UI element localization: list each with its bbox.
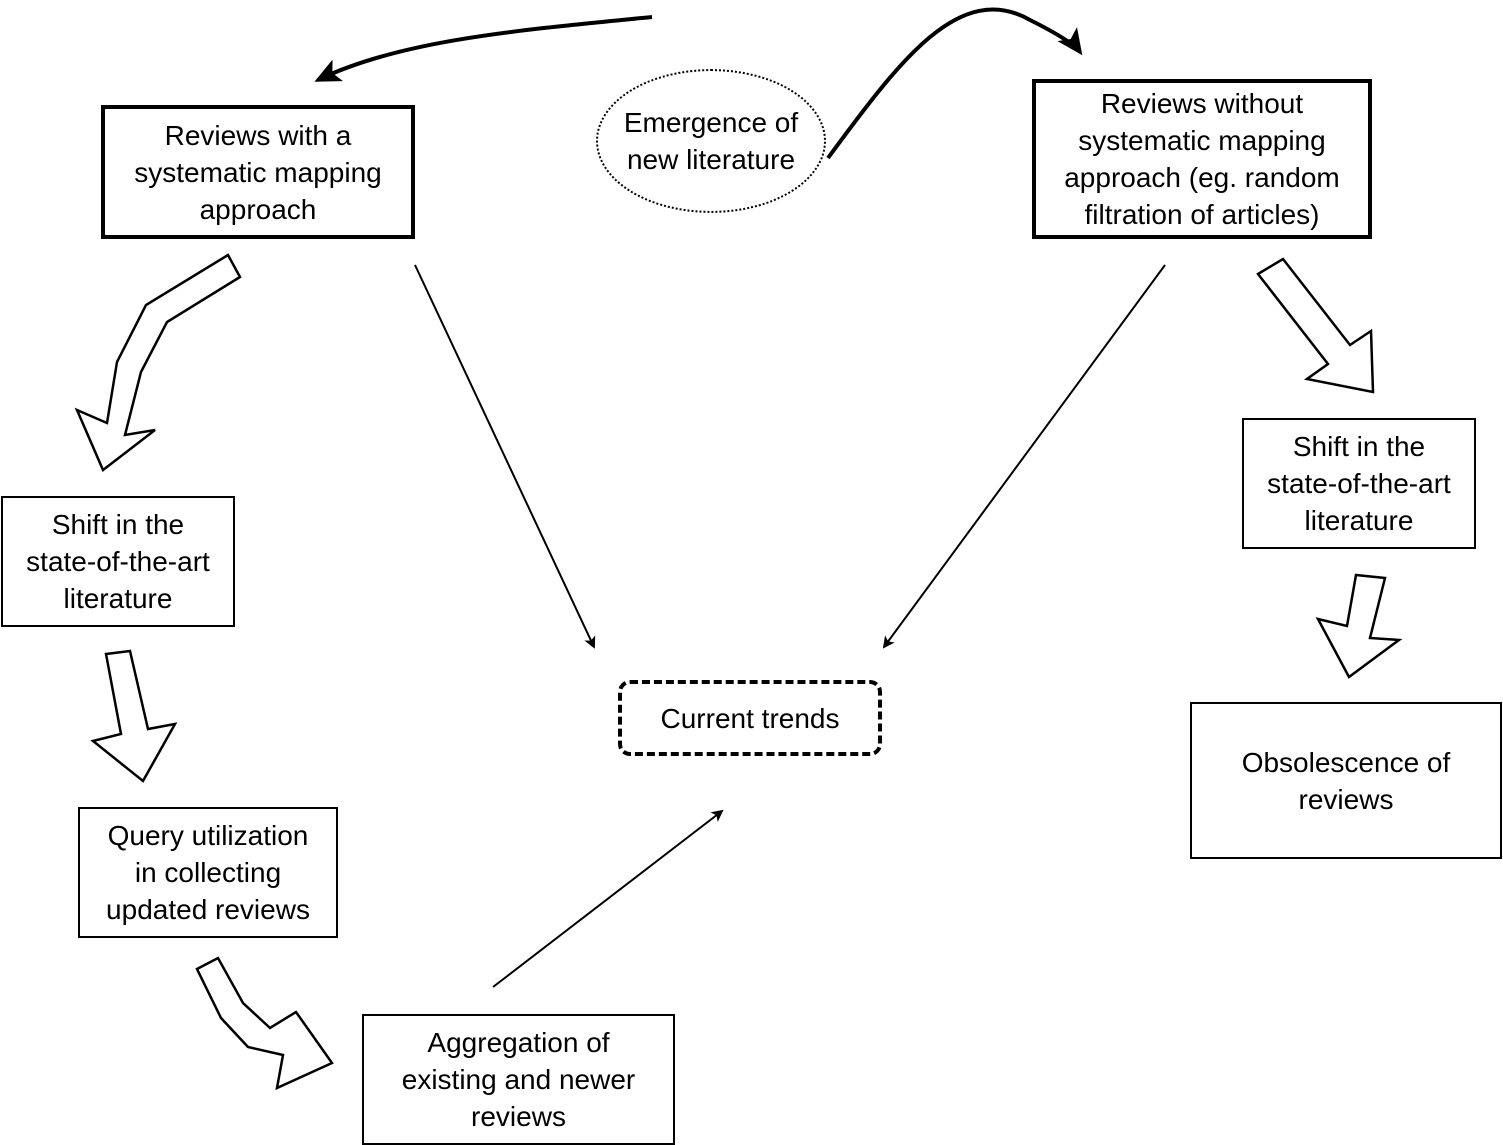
- block-arrow-shift-to-obsolescence: [1315, 573, 1403, 679]
- arrow-reviews-with-to-trends: [414, 264, 596, 649]
- arrow-aggregation-to-trends: [492, 809, 724, 988]
- block-arrow-query-to-aggregation: [195, 956, 334, 1091]
- block-arrow-shift-to-query: [90, 649, 178, 783]
- node-current-trends: Current trends: [618, 680, 882, 756]
- block-arrow-reviews-without-to-shift: [1256, 257, 1375, 394]
- curved-arrow-to-reviews-with: [314, 15, 653, 82]
- block-arrow-reviews-with-to-shift: [74, 253, 242, 472]
- curved-arrow-to-reviews-without: [826, 7, 1083, 160]
- arrow-reviews-without-to-trends: [882, 264, 1166, 649]
